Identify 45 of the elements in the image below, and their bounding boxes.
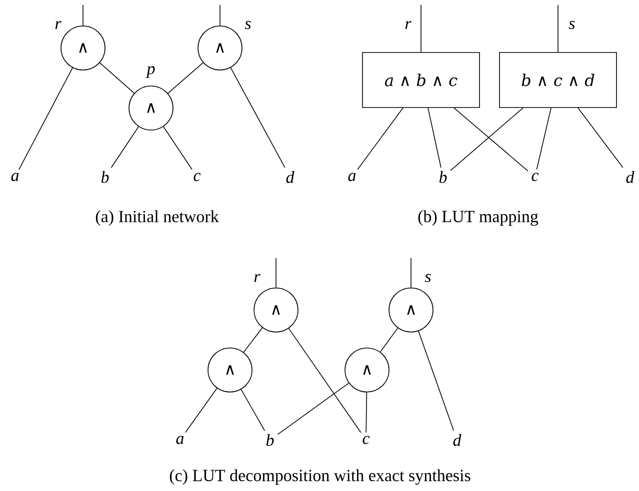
input-label: d [286, 171, 294, 183]
connection-line [277, 382, 350, 435]
connection-line [163, 126, 192, 170]
subfigure-caption: (b) LUT mapping [418, 210, 538, 226]
connection-line [110, 126, 139, 168]
input-label: d [626, 171, 634, 183]
connection-line [418, 330, 454, 432]
output-label: s [424, 274, 431, 282]
input-label: b [266, 434, 274, 446]
connection-line [428, 108, 442, 168]
output-line [420, 4, 422, 52]
input-label: b [101, 171, 109, 183]
output-label: r [405, 21, 412, 29]
connection-line [243, 327, 263, 353]
input-label: a [11, 172, 19, 182]
connection-line [288, 328, 362, 433]
output-line [82, 4, 84, 26]
lut-box: b ∧ c ∧ d [499, 52, 617, 108]
connection-line [366, 392, 368, 433]
input-label: c [362, 436, 370, 444]
connection-line [168, 62, 204, 94]
connection-line [240, 389, 266, 432]
connection-line [380, 328, 398, 352]
connection-line [99, 62, 135, 94]
input-label: c [532, 172, 539, 182]
output-label: s [568, 20, 575, 30]
input-label: a [176, 436, 184, 444]
output-line [410, 258, 412, 288]
output-label: p [146, 66, 155, 78]
connection-line [357, 108, 404, 170]
output-label: r [55, 21, 62, 29]
connection-line [184, 388, 218, 433]
input-label: a [348, 172, 356, 182]
subfigure-caption: (c) LUT decomposition with exact synthesis [170, 469, 470, 485]
output-label: s [244, 20, 251, 30]
input-label: b [439, 171, 447, 183]
output-label: r [254, 274, 260, 282]
connection-line [536, 108, 552, 170]
connection-line [18, 67, 73, 170]
connection-line [578, 108, 624, 168]
lut-box: a ∧ b ∧ c [362, 52, 480, 108]
subfigure-caption: (a) Initial network [96, 210, 219, 226]
connection-line [230, 67, 286, 168]
input-label: c [194, 172, 201, 182]
input-label: d [453, 434, 462, 446]
